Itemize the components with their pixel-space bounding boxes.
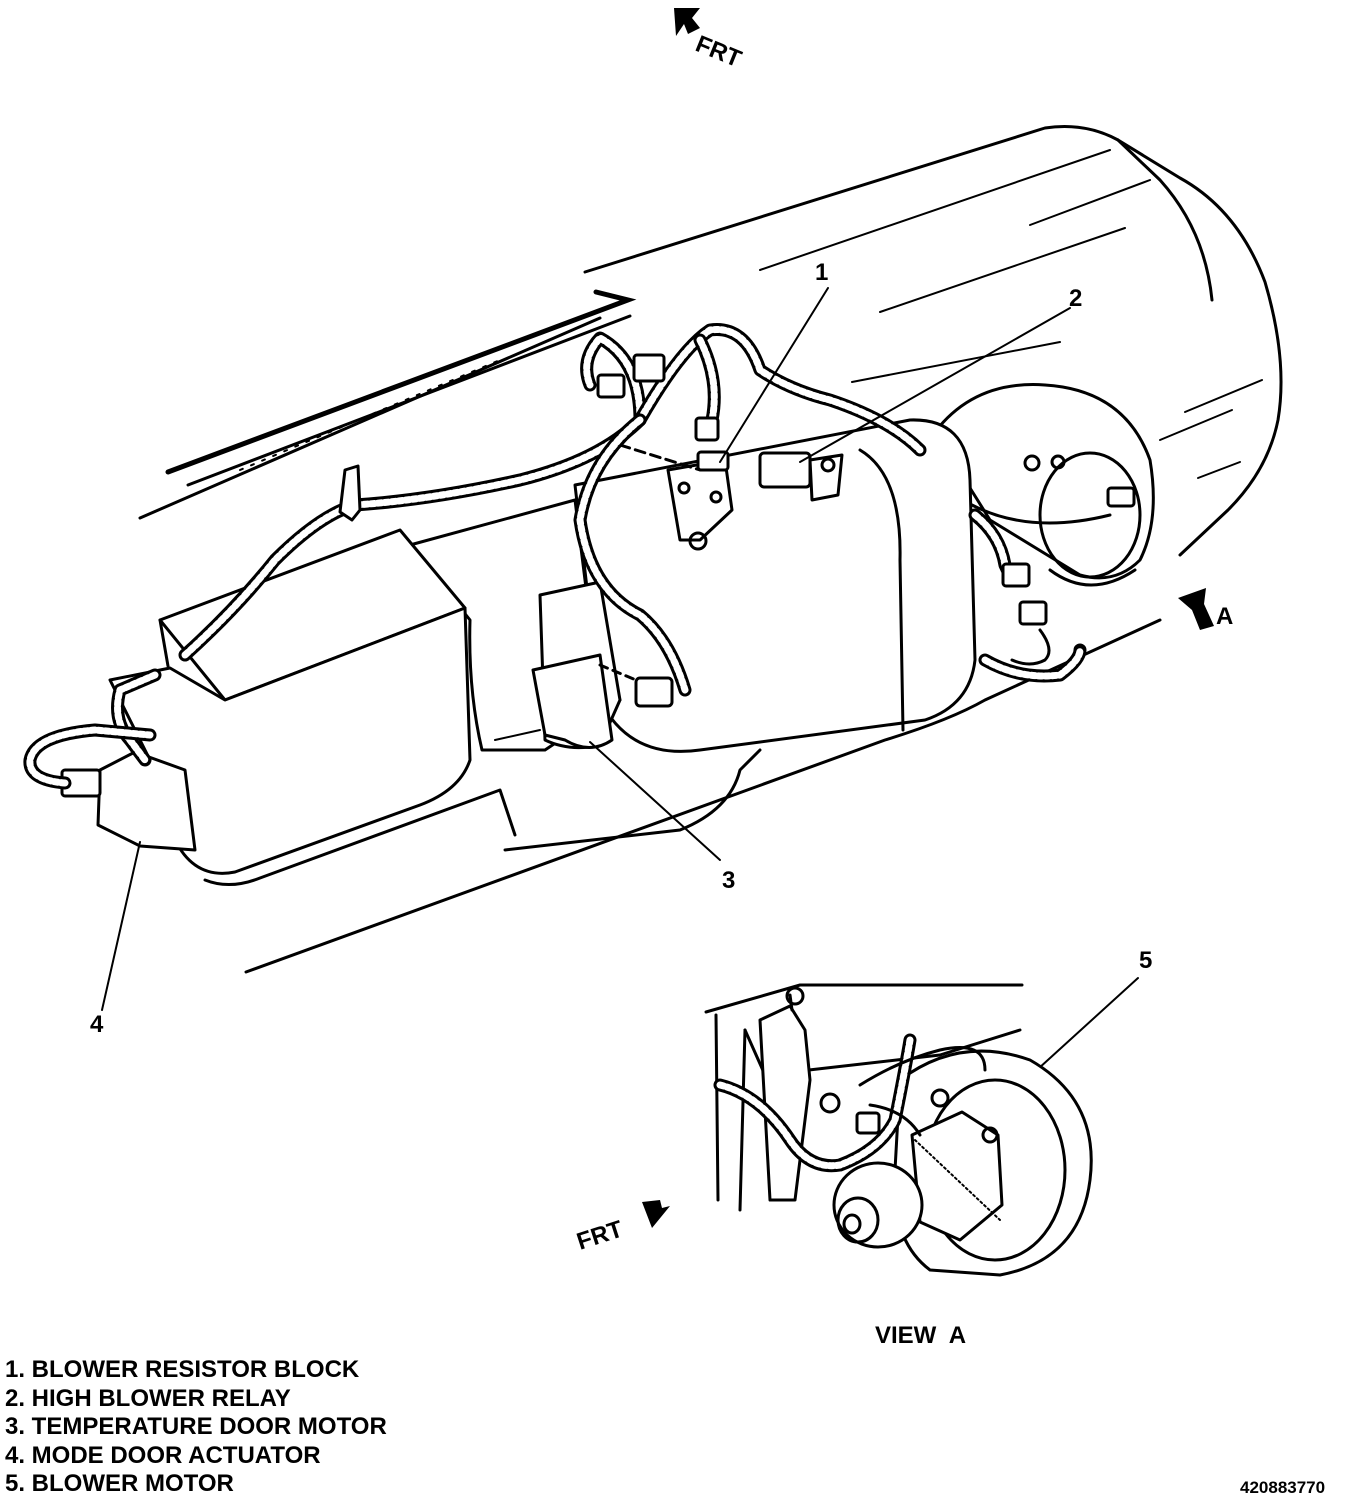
view-a-arrow-label: A: [1216, 603, 1233, 630]
front-label-view-a: FRT: [574, 1216, 627, 1256]
callout-2: 2: [1069, 285, 1082, 312]
view-a-inset: [704, 983, 1093, 1277]
callouts: 1 2 3 4 5: [90, 259, 1152, 1141]
resistor-and-relay-area: [618, 443, 844, 551]
legend-item-mode-door-actuator: 4. MODE DOOR ACTUATOR: [5, 1441, 321, 1469]
front-arrow-view-a-icon: [642, 1200, 670, 1228]
callout-1: 1: [815, 259, 828, 286]
dash-panel: [138, 125, 1283, 974]
view-a-title: VIEW A: [875, 1322, 967, 1349]
legend-item-high-blower-relay: 2. HIGH BLOWER RELAY: [5, 1384, 291, 1412]
front-direction-indicator-view-a: FRT: [574, 1200, 670, 1256]
view-a-arrow-icon: [1178, 588, 1214, 630]
view-a-indicator: A: [1178, 588, 1233, 630]
component-legend: 1. BLOWER RESISTOR BLOCK 2. HIGH BLOWER …: [5, 1356, 387, 1499]
left-duct-section: [60, 528, 472, 875]
callout-3: 3: [722, 867, 735, 894]
front-arrow-icon: [674, 8, 700, 36]
legend-item-blower-resistor-block: 1. BLOWER RESISTOR BLOCK: [5, 1356, 360, 1383]
wiring-harness: [23, 323, 1112, 790]
legend-item-blower-motor: 5. BLOWER MOTOR: [5, 1470, 234, 1497]
document-id: 420883770: [1240, 1478, 1326, 1497]
callout-4: 4: [90, 1011, 104, 1038]
blower-housing: [933, 383, 1155, 587]
front-label-top: FRT: [692, 31, 746, 74]
callout-5: 5: [1139, 947, 1152, 974]
legend-item-temperature-door-motor: 3. TEMPERATURE DOOR MOTOR: [5, 1413, 387, 1440]
front-direction-indicator-top: FRT: [674, 8, 745, 73]
